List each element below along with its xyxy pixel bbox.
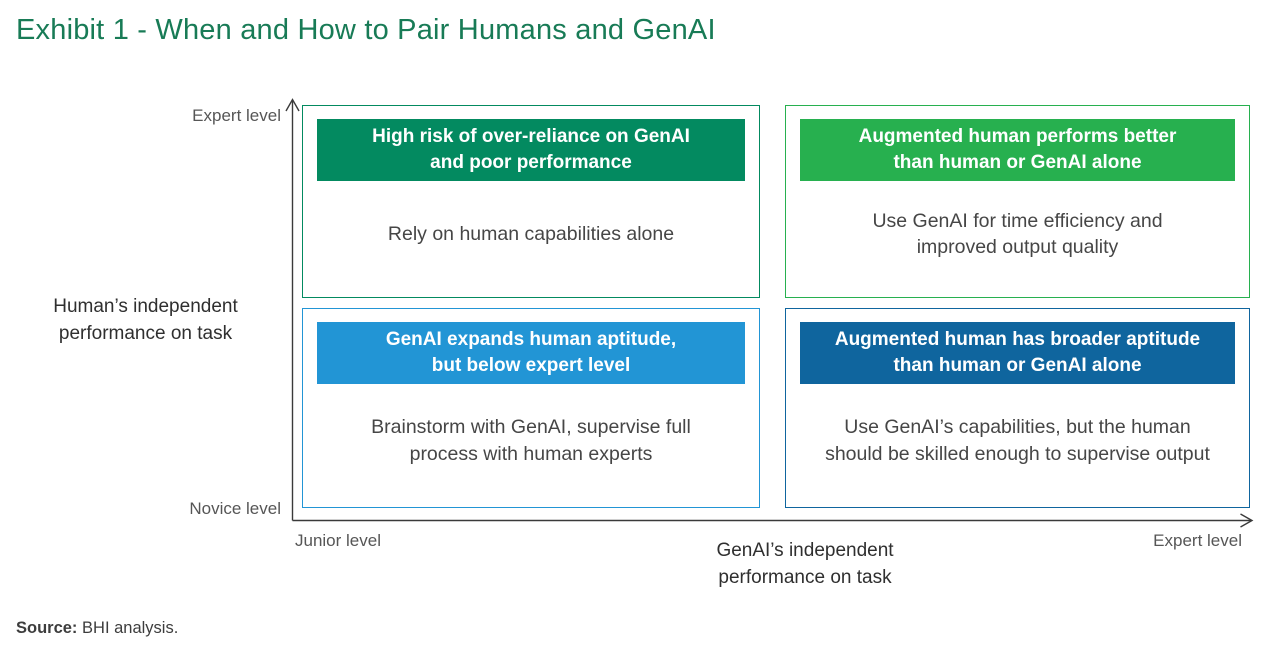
x-axis-arrow [292,513,1254,528]
quadrant-bottom-left-body: Brainstorm with GenAI, supervise full pr… [371,416,691,465]
y-axis-arrow [285,98,300,521]
y-axis-top-label: Expert level [192,106,281,125]
x-axis-left-label: Junior level [295,531,381,550]
quadrant-top-left-header: High risk of over-reliance on GenAI and … [317,119,745,181]
quadrant-bottom-right: Augmented human has broader aptitude tha… [785,308,1250,508]
quadrant-top-right: Augmented human performs better than hum… [785,105,1250,298]
y-axis-bottom-label: Novice level [189,499,281,518]
quadrant-top-right-body: Use GenAI for time efficiency and improv… [872,209,1163,258]
quadrant-bottom-left: GenAI expands human aptitude, but below … [302,308,760,508]
y-axis-title: Human’s independent performance on task [53,296,238,344]
page-title: Exhibit 1 - When and How to Pair Humans … [16,14,716,46]
quadrant-bottom-right-body: Use GenAI’s capabilities, but the human … [825,416,1210,465]
quadrant-bottom-left-header: GenAI expands human aptitude, but below … [317,322,745,384]
source-text: BHI analysis. [77,619,179,637]
x-axis-right-label: Expert level [1153,531,1242,550]
quadrant-bottom-right-header: Augmented human has broader aptitude tha… [800,322,1235,384]
x-axis-title: GenAI’s independent performance on task [716,540,894,588]
quadrant-top-left-body: Rely on human capabilities alone [387,222,675,245]
quadrant-top-right-header: Augmented human performs better than hum… [800,119,1235,181]
source-label: Source: [16,619,78,637]
quadrant-top-left: High risk of over-reliance on GenAI and … [302,105,760,298]
source-note: Source: BHI analysis. [16,619,178,638]
